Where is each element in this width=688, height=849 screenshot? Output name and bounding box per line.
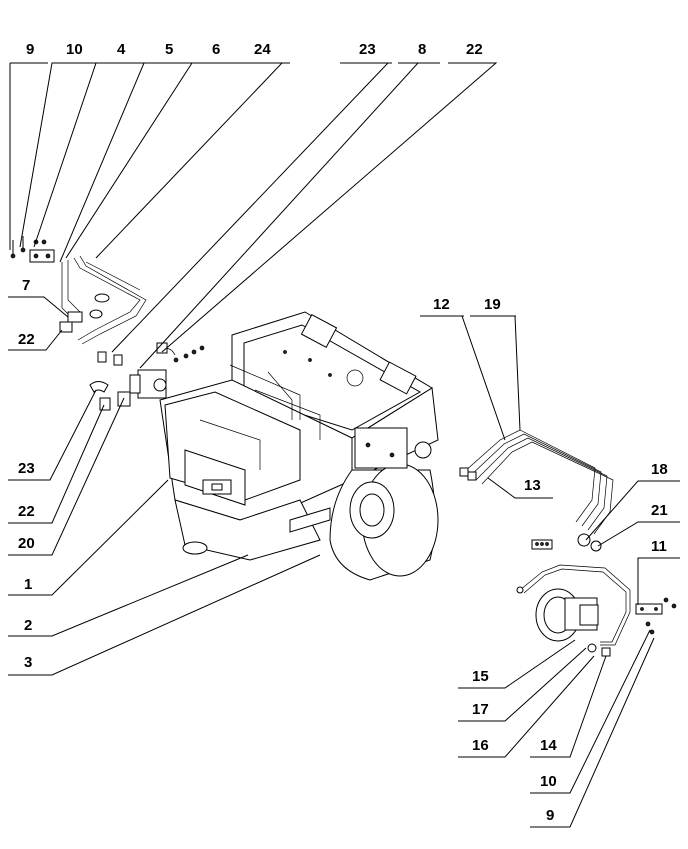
callout-left-22b: 22 bbox=[18, 503, 35, 520]
callout-left-2: 2 bbox=[24, 617, 32, 634]
drive-motor bbox=[516, 564, 677, 657]
callout-left-3: 3 bbox=[24, 654, 32, 671]
callout-right-15: 15 bbox=[472, 668, 489, 685]
callout-top-4: 4 bbox=[117, 41, 126, 58]
callout-top-9: 9 bbox=[26, 41, 34, 58]
callout-right-16: 16 bbox=[472, 737, 489, 754]
callout-right-11: 11 bbox=[651, 538, 667, 555]
callout-top-10: 10 bbox=[66, 41, 83, 58]
top-left-fittings bbox=[10, 236, 147, 345]
label-underlines bbox=[8, 62, 516, 317]
callout-right-18: 18 bbox=[651, 461, 668, 478]
callout-top-24: 24 bbox=[254, 41, 271, 58]
callout-left-20: 20 bbox=[18, 535, 35, 552]
callout-labels: 9 10 4 5 6 24 23 8 22 7 22 23 22 20 1 2 … bbox=[18, 41, 668, 824]
callout-left-1: 1 bbox=[24, 576, 32, 593]
callout-right-17: 17 bbox=[472, 701, 489, 718]
callout-right-12: 12 bbox=[433, 296, 450, 313]
callout-right-21: 21 bbox=[651, 502, 668, 519]
roller-drum bbox=[329, 427, 439, 581]
main-frame bbox=[159, 311, 439, 561]
callout-right-9: 9 bbox=[546, 807, 554, 824]
callout-top-22: 22 bbox=[466, 41, 483, 58]
callout-left-22a: 22 bbox=[18, 331, 35, 348]
callout-top-5: 5 bbox=[165, 41, 173, 58]
callout-left-23: 23 bbox=[18, 460, 35, 477]
callout-top-23: 23 bbox=[359, 41, 376, 58]
pump-assembly bbox=[89, 342, 205, 411]
callout-right-10: 10 bbox=[540, 773, 557, 790]
callout-right-14: 14 bbox=[540, 737, 557, 754]
callout-right-13: 13 bbox=[524, 477, 541, 494]
callout-top-6: 6 bbox=[212, 41, 220, 58]
callout-top-8: 8 bbox=[418, 41, 426, 58]
callout-right-19: 19 bbox=[484, 296, 501, 313]
callout-left-7: 7 bbox=[22, 277, 30, 294]
